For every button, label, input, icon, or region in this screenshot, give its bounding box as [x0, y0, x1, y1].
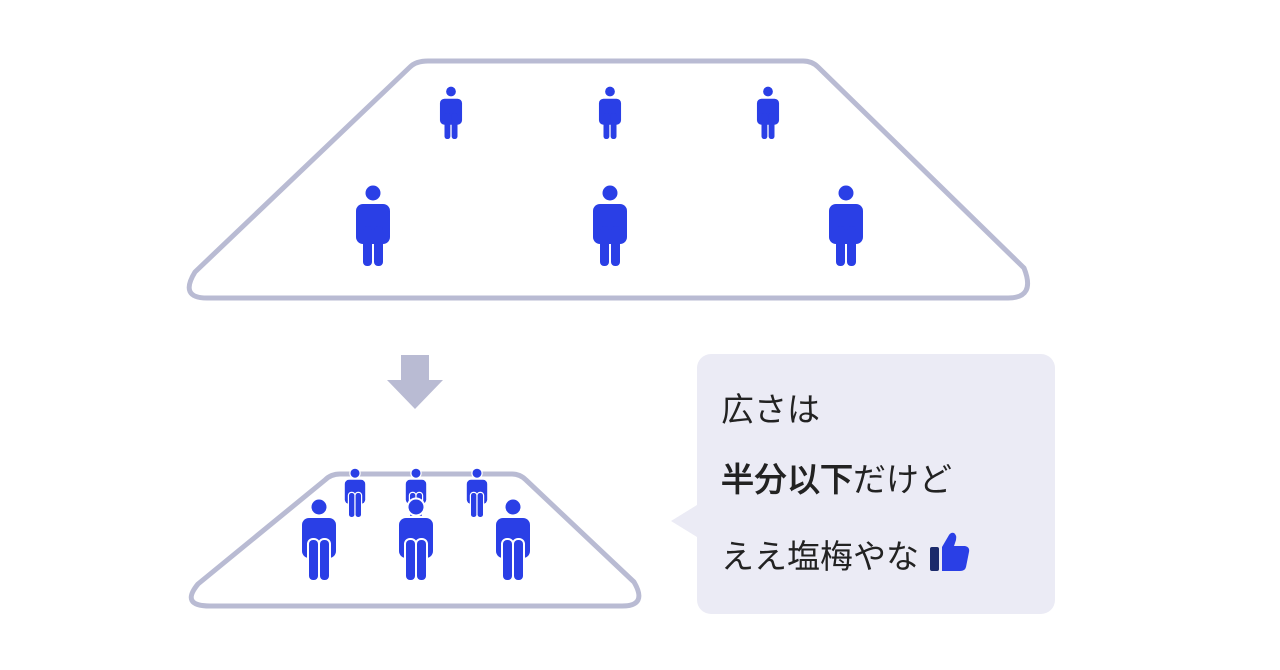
- callout-line-1: 広さは: [721, 390, 820, 429]
- callout-line-2-rest: だけど: [853, 460, 952, 499]
- callout-emphasis: 半分以下: [721, 460, 853, 499]
- thumbs-up-icon: [930, 532, 970, 571]
- callout-line-2: 半分以下だけど: [721, 462, 1055, 498]
- arrow-down-icon: [387, 355, 443, 409]
- callout-line-3: ええ塩梅やな: [721, 532, 1055, 575]
- large-stage-outline: [186, 58, 1030, 301]
- callout-line-3-text: ええ塩梅やな: [721, 537, 919, 576]
- speech-bubble: 広さは 半分以下だけど ええ塩梅やな: [671, 354, 1055, 614]
